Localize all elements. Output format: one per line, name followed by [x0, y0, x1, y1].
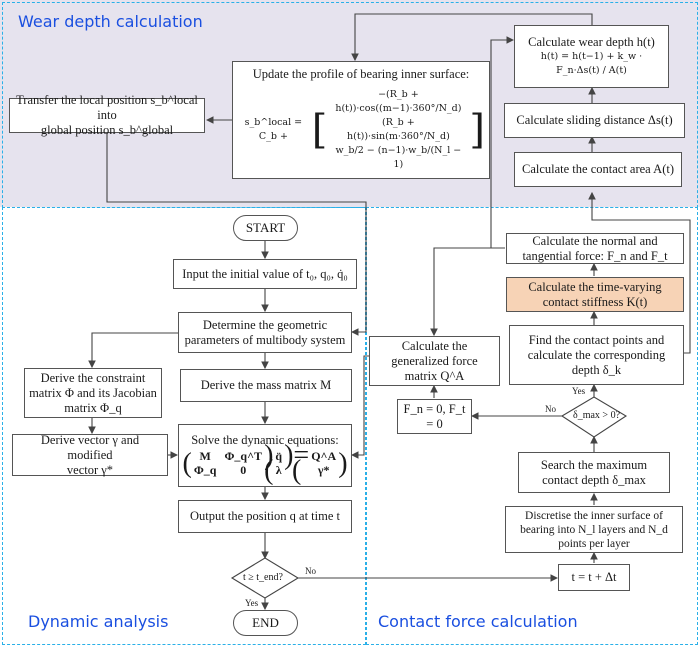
update-formula-row3: w_b/2 − (n−1)·w_b/(N_l − 1): [335, 145, 462, 170]
time-decision-label: t ≥ t_end?: [243, 572, 283, 583]
transfer-line1: Transfer the local position s_b^local in…: [16, 93, 198, 122]
generalized-line2: generalized force: [391, 353, 478, 368]
matrix-m12: Φ_q^T: [224, 449, 263, 463]
update-profile-box: Update the profile of bearing inner surf…: [232, 61, 490, 179]
determine-line1: Determine the geometric: [202, 317, 328, 332]
update-formula-row2: (R_b + h(t))·sin(m·360°/N_d): [347, 117, 450, 142]
determine-line2: parameters of multibody system: [184, 332, 346, 347]
start-terminal: START: [233, 215, 298, 241]
discretise-line1: Discretise the inner surface of: [525, 509, 663, 522]
find-contact-points-box: Find the contact points and calculate th…: [509, 325, 684, 385]
solve-matrix-equation: ( M Φ_q^T Φ_q 0 )( q̈ λ )=( Q^A γ* ): [182, 440, 348, 486]
vector-v2: λ: [275, 463, 282, 477]
arrow-normal-to-generalized: [430, 247, 505, 337]
constraint-line3: matrix Φ_q: [64, 400, 122, 415]
find-points-line1: Find the contact points and: [528, 332, 665, 347]
update-formula-row1: −(R_b + h(t))·cos((m−1)·360°/N_d): [335, 89, 462, 114]
constraint-line1: Derive the constraint: [40, 370, 146, 385]
matrix-m11: M: [199, 449, 211, 463]
solve-equations-box: Solve the dynamic equations: ( M Φ_q^T Φ…: [178, 424, 352, 487]
discretise-line3: points per layer: [558, 537, 630, 550]
zero-force-box: F_n = 0, F_t = 0: [397, 399, 472, 434]
normal-tangential-force-box: Calculate the normal and tangential forc…: [506, 233, 684, 264]
discretise-surface-box: Discretise the inner surface of bearing …: [505, 506, 683, 553]
mass-matrix-box: Derive the mass matrix M: [180, 369, 352, 402]
time-decision-no-label: No: [305, 566, 316, 576]
dynamic-section-frame: [2, 207, 366, 645]
contact-section-label: Contact force calculation: [378, 612, 578, 631]
input-initial-box: Input the initial value of t₀, q₀, q̇₀: [173, 259, 357, 289]
contact-stiffness-box: Calculate the time-varying contact stiff…: [506, 277, 684, 312]
sliding-distance-box: Calculate sliding distance Δs(t): [504, 103, 685, 138]
normal-force-line1: Calculate the normal and: [532, 233, 658, 248]
update-formula: s_b^local = C_b + [ −(R_b + h(t))·cos((m…: [237, 88, 485, 172]
constraint-matrix-box: Derive the constraint matrix Φ and its J…: [24, 368, 162, 418]
vector-r1: Q^A: [311, 449, 337, 463]
search-line1: Search the maximum: [540, 457, 648, 472]
find-points-line3: depth δ_k: [571, 362, 622, 377]
arrow-findpoints-to-area: [588, 191, 691, 354]
time-decision-yes-label: Yes: [245, 598, 259, 608]
constraint-line2: matrix Φ and its Jacobian: [29, 385, 157, 400]
update-title: Update the profile of bearing inner surf…: [252, 67, 470, 81]
decision-diamond-time: [230, 557, 300, 599]
stiffness-line1: Calculate the time-varying: [528, 279, 662, 294]
gamma-line1: Derive vector γ and modified: [40, 432, 140, 462]
matrix-m22: 0: [240, 463, 247, 477]
arrow-transfer-to-determine: [106, 132, 367, 336]
arrow-determine-to-constraint: [88, 332, 178, 369]
stiffness-line2: contact stiffness K(t): [542, 294, 648, 309]
vector-r2: γ*: [317, 463, 330, 477]
transfer-line2: global position s_b^global: [40, 123, 174, 137]
update-formula-lhs: s_b^local = C_b +: [244, 117, 303, 142]
time-step-box: t = t + Δt: [558, 564, 630, 591]
dynamic-section-label: Dynamic analysis: [28, 612, 169, 631]
solve-title: Solve the dynamic equations:: [191, 433, 339, 447]
decision-diamond-contact: [560, 396, 628, 438]
transfer-position-box: Transfer the local position s_b^local in…: [9, 93, 205, 137]
contact-section-frame: [366, 207, 698, 645]
wear-depth-title: Calculate wear depth h(t): [528, 35, 655, 49]
arrow-generalized-to-solve: [350, 355, 370, 459]
search-max-depth-box: Search the maximum contact depth δ_max: [518, 452, 670, 493]
arrow-normal-to-wear-depth: [490, 36, 515, 248]
arrow-wear-to-update: [351, 13, 593, 62]
matrix-m21: Φ_q: [193, 463, 217, 477]
generalized-line3: matrix Q^A: [404, 368, 465, 383]
find-points-line2: calculate the corresponding: [527, 347, 666, 362]
wear-depth-box: Calculate wear depth h(t) h(t) = h(t−1) …: [514, 25, 669, 88]
gamma-line2: vector γ*: [66, 462, 114, 477]
search-line2: contact depth δ_max: [542, 472, 646, 487]
contact-decision-label: δ_max > 0?: [573, 410, 621, 421]
contact-decision-yes-label: Yes: [572, 386, 586, 396]
wear-section-label: Wear depth calculation: [18, 12, 203, 31]
generalized-force-box: Calculate the generalized force matrix Q…: [369, 336, 500, 386]
wear-depth-formula: h(t) = h(t−1) + k_w · F_n·Δs(t) / A(t): [540, 51, 643, 76]
gamma-vector-box: Derive vector γ and modified vector γ*: [12, 432, 168, 477]
normal-force-line2: tangential force: F_n and F_t: [522, 248, 668, 263]
vector-v1: q̈: [275, 449, 283, 463]
determine-geometry-box: Determine the geometric parameters of mu…: [178, 312, 352, 353]
end-terminal: END: [233, 610, 298, 636]
discretise-line2: bearing into N_l layers and N_d: [520, 523, 668, 536]
contact-decision-no-label: No: [545, 404, 556, 414]
contact-area-box: Calculate the contact area A(t): [514, 152, 682, 187]
generalized-line1: Calculate the: [401, 338, 468, 353]
output-position-box: Output the position q at time t: [178, 500, 352, 533]
